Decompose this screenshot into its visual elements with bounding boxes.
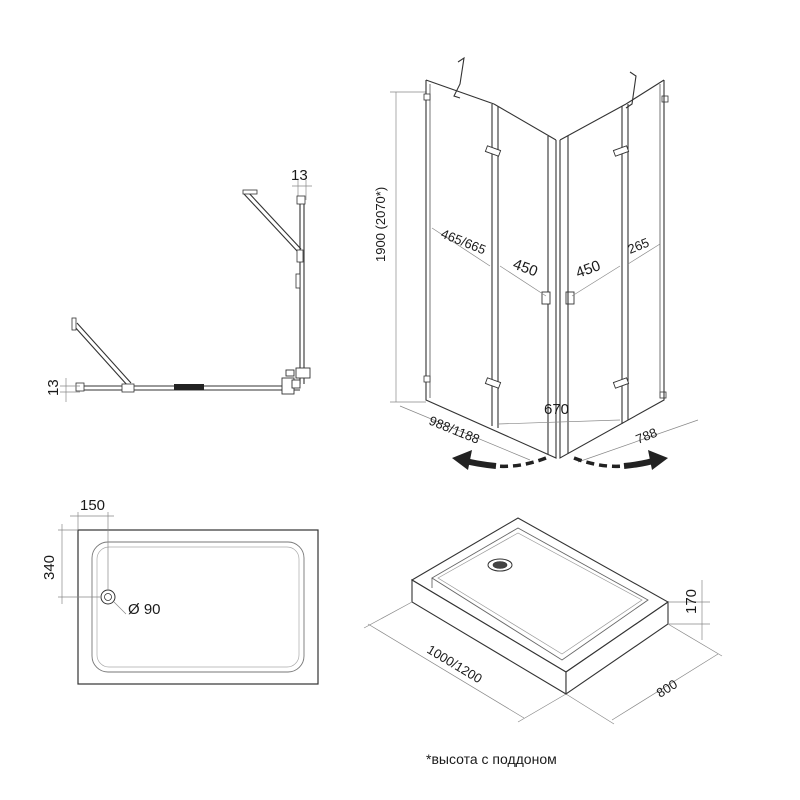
swing-arrow-left bbox=[452, 450, 547, 470]
tray-height-label: 170 bbox=[683, 589, 700, 614]
entry-width-label: 670 bbox=[544, 401, 569, 418]
left-door-span-label: 465/665 bbox=[439, 226, 488, 258]
swing-arrow-right bbox=[573, 450, 668, 470]
tray-length-label: 1000/1200 bbox=[424, 642, 484, 687]
right-side-label: 788 bbox=[634, 425, 660, 447]
tray-inner-basin bbox=[91, 541, 305, 673]
tray-basin bbox=[431, 527, 649, 661]
right-fixed-label: 265 bbox=[626, 235, 652, 257]
right-door-opening-label: 450 bbox=[574, 257, 603, 282]
hinge bbox=[484, 145, 502, 157]
height-label: 1900 (2070*) bbox=[373, 187, 388, 262]
plan-view: 13 13 bbox=[45, 167, 312, 402]
drain-offset-y-label: 340 bbox=[41, 555, 58, 580]
hinge bbox=[484, 377, 502, 389]
enclosure-view: 1900 (2070*) 465/665 bbox=[373, 56, 699, 470]
wall-bracket-left bbox=[453, 56, 465, 99]
left-panel-frame bbox=[425, 80, 557, 459]
plan-upper-door bbox=[243, 193, 299, 253]
left-side-label: 988/1188 bbox=[427, 413, 482, 447]
drain-offset-x-label: 150 bbox=[80, 497, 105, 514]
hinge bbox=[612, 377, 630, 389]
tray-3d-view: 170 1000/1200 800 bbox=[363, 517, 723, 725]
right-panel-frame bbox=[559, 80, 665, 459]
wall-bracket-right bbox=[625, 71, 637, 109]
drain-diameter-label: Ø 90 bbox=[128, 601, 161, 618]
left-door-opening-label: 450 bbox=[511, 256, 540, 281]
plan-left-door bbox=[73, 325, 129, 387]
left-handle bbox=[541, 291, 551, 305]
tray-outline bbox=[77, 529, 319, 685]
right-handle bbox=[565, 291, 575, 305]
footnote: *высота с поддоном bbox=[426, 751, 557, 767]
plan-dim-top: 13 bbox=[291, 167, 308, 184]
hinge bbox=[612, 145, 630, 157]
tray-top-view: 150 340 Ø 90 bbox=[41, 497, 319, 685]
plan-dim-left: 13 bbox=[45, 379, 62, 396]
